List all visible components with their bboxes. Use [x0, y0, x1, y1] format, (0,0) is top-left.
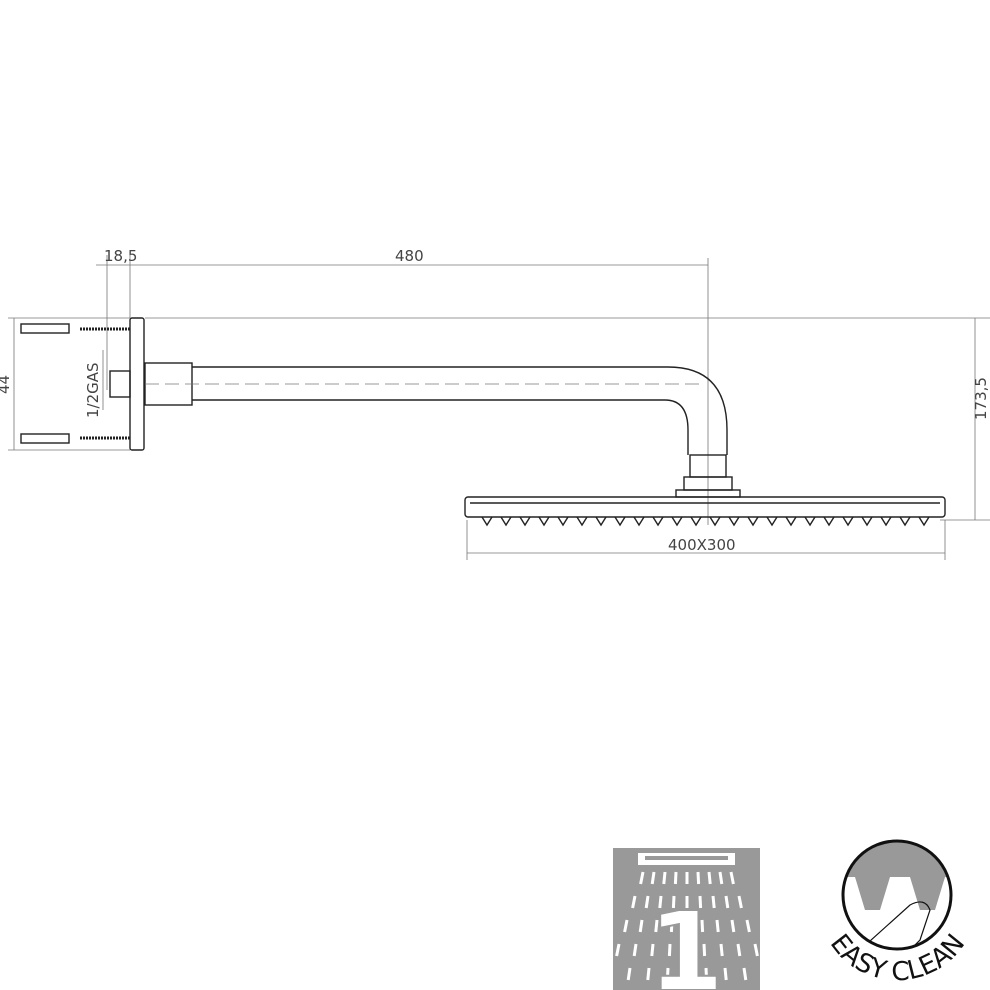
water-drop [718, 871, 724, 885]
water-drop [761, 967, 767, 981]
water-drop [639, 871, 645, 885]
water-drop [729, 871, 735, 885]
nozzle [481, 516, 493, 527]
water-drop [615, 943, 621, 957]
water-drop [638, 919, 644, 933]
water-drop [667, 943, 672, 957]
single-function-badge: 1 [607, 848, 767, 990]
nozzle [519, 516, 531, 527]
water-drop [702, 943, 707, 957]
extension-lines [8, 255, 990, 560]
nozzle [804, 516, 816, 527]
water-drop [696, 871, 701, 885]
water-drop [730, 919, 736, 933]
water-drop [607, 967, 613, 981]
water-drop [736, 943, 742, 957]
water-drop [671, 895, 676, 909]
easy-clean-label: EASY CLEAN [824, 929, 971, 988]
nozzle [785, 516, 797, 527]
dim-plate: 44 [0, 375, 13, 394]
nozzle [576, 516, 588, 527]
nozzle [861, 516, 873, 527]
water-drop [665, 967, 670, 981]
water-drop [742, 967, 748, 981]
nozzle [500, 516, 512, 527]
water-drop [631, 895, 637, 909]
badge-number: 1 [648, 888, 725, 990]
nozzle [709, 516, 721, 527]
easy-clean-badge: EASY CLEAN [824, 839, 971, 988]
water-drop [662, 871, 667, 885]
water-drop [673, 871, 678, 885]
nozzle [766, 516, 778, 527]
water-drop [623, 919, 629, 933]
nozzle [671, 516, 683, 527]
water-drop [669, 919, 674, 933]
water-drop [719, 943, 724, 957]
wall-anchors [20, 323, 130, 444]
water-drop [654, 919, 659, 933]
nozzle [690, 516, 702, 527]
dimension-lines [13, 264, 976, 554]
dim-head-size: 400X300 [668, 536, 736, 554]
water-drop [632, 943, 638, 957]
nozzle [899, 516, 911, 527]
nozzle [880, 516, 892, 527]
water-drop [650, 871, 656, 885]
water-drop [626, 967, 632, 981]
nozzle [557, 516, 569, 527]
water-drop [724, 895, 730, 909]
water-drop [658, 895, 663, 909]
nozzle [842, 516, 854, 527]
water-drop [711, 895, 716, 909]
water-drop [644, 895, 650, 909]
dim-connection: 1/2GAS [84, 362, 102, 418]
nozzle [747, 516, 759, 527]
water-drop [715, 919, 720, 933]
dim-wall-offset: 18,5 [104, 247, 137, 265]
water-drop [698, 895, 703, 909]
water-drop [737, 895, 743, 909]
shower-arm [145, 366, 728, 455]
water-drop [646, 967, 651, 981]
water-drop [753, 943, 759, 957]
water-drop [723, 967, 728, 981]
water-drop [650, 943, 655, 957]
water-drop [745, 919, 751, 933]
nozzle [614, 516, 626, 527]
nozzle [633, 516, 645, 527]
dim-arm-length: 480 [395, 247, 424, 265]
water-drop [700, 919, 705, 933]
nozzle [728, 516, 740, 527]
water-drop [707, 871, 712, 885]
nozzle [538, 516, 550, 527]
nozzle [652, 516, 664, 527]
nozzle [595, 516, 607, 527]
shower-head [464, 496, 946, 527]
nozzle [918, 516, 930, 527]
dim-height: 173,5 [972, 377, 990, 420]
water-drop [704, 967, 709, 981]
nozzle [823, 516, 835, 527]
